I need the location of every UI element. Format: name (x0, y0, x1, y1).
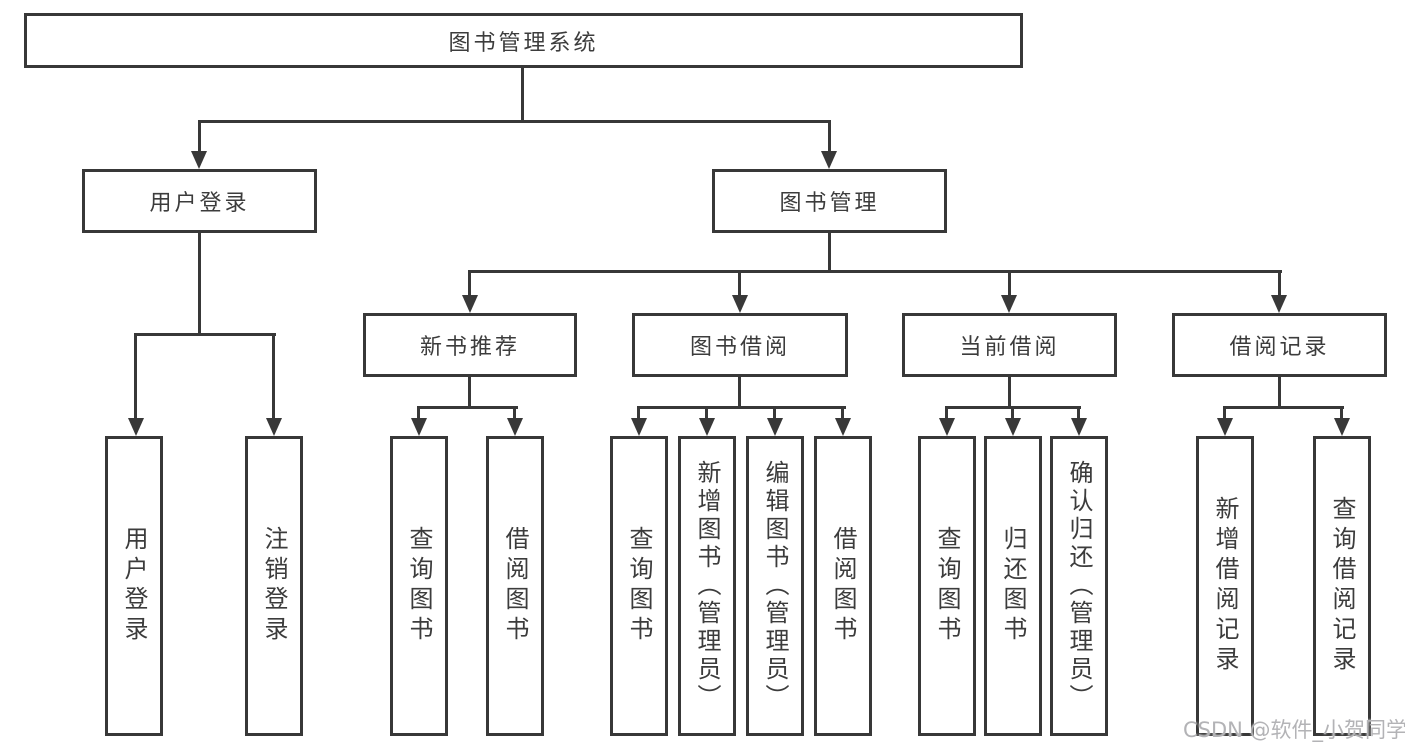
connector-line (198, 120, 201, 155)
leaf-borrow-borrow-book-label: 借阅图书 (829, 526, 857, 646)
node-root: 图书管理系统 (24, 13, 1023, 68)
connector-line (1008, 270, 1011, 299)
connector-line (521, 68, 524, 123)
connector-line (1278, 270, 1281, 299)
leaf-logout: 注销登录 (245, 436, 303, 736)
connector-line (1223, 406, 1226, 422)
leaf-logout-label: 注销登录 (260, 526, 288, 646)
leaf-records-query-record: 查询借阅记录 (1313, 436, 1371, 736)
leaf-borrow-add-book-admin: 新增图书（管理员） (678, 436, 736, 736)
arrowhead-down-icon (767, 418, 783, 436)
arrowhead-down-icon (1217, 418, 1233, 436)
leaf-borrow-borrow-book: 借阅图书 (814, 436, 872, 736)
arrowhead-down-icon (411, 418, 427, 436)
connector-line (738, 377, 741, 409)
connector-line (1008, 377, 1011, 409)
node-new-book-recommend: 新书推荐 (363, 313, 577, 377)
connector-line (1278, 377, 1281, 409)
leaf-user-login-label: 用户登录 (120, 526, 148, 646)
connector-line (1340, 406, 1343, 422)
arrowhead-down-icon (631, 418, 647, 436)
connector-line (945, 406, 948, 422)
connector-line (468, 377, 471, 409)
node-book-borrow: 图书借阅 (632, 313, 848, 377)
leaf-records-query-record-label: 查询借阅记录 (1328, 496, 1356, 676)
arrowhead-down-icon (1334, 418, 1350, 436)
connector-line (828, 120, 831, 155)
leaf-borrow-edit-book-admin: 编辑图书（管理员） (746, 436, 804, 736)
leaf-newbook-query-book: 查询图书 (390, 436, 448, 736)
arrowhead-down-icon (507, 418, 523, 436)
node-book-borrow-label: 图书借阅 (689, 335, 790, 360)
arrowhead-down-icon (1071, 418, 1087, 436)
leaf-current-return-book-label: 归还图书 (999, 526, 1027, 646)
node-borrow-records: 借阅记录 (1172, 313, 1387, 377)
arrowhead-down-icon (1005, 418, 1021, 436)
connector-line (134, 333, 276, 336)
connector-line (468, 270, 1282, 273)
connector-line (1011, 406, 1014, 422)
arrowhead-down-icon (1001, 295, 1017, 313)
leaf-current-confirm-return-admin: 确认归还（管理员） (1050, 436, 1108, 736)
connector-line (198, 232, 201, 336)
node-book-management-label: 图书管理 (779, 191, 880, 216)
connector-line (272, 333, 275, 420)
connector-line (637, 406, 846, 409)
connector-line (198, 120, 831, 123)
arrowhead-down-icon (1271, 295, 1287, 313)
arrowhead-down-icon (821, 151, 837, 169)
node-root-label: 图书管理系统 (448, 30, 599, 56)
leaf-borrow-add-book-admin-label: 新增图书（管理员） (693, 460, 721, 712)
node-current-borrow-label: 当前借阅 (959, 335, 1060, 360)
node-book-management: 图书管理 (712, 169, 947, 233)
leaf-user-login: 用户登录 (105, 436, 163, 736)
leaf-current-return-book: 归还图书 (984, 436, 1042, 736)
leaf-borrow-query-book-label: 查询图书 (625, 526, 653, 646)
connector-line (513, 406, 516, 422)
connector-line (1077, 406, 1080, 422)
node-borrow-records-label: 借阅记录 (1229, 335, 1330, 360)
connector-line (468, 270, 471, 299)
connector-line (773, 406, 776, 422)
leaf-current-query-book-label: 查询图书 (933, 526, 961, 646)
arrowhead-down-icon (939, 418, 955, 436)
arrowhead-down-icon (191, 151, 207, 169)
connector-line (828, 233, 831, 273)
leaf-newbook-query-book-label: 查询图书 (405, 526, 433, 646)
leaf-records-add-record: 新增借阅记录 (1196, 436, 1254, 736)
node-new-book-recommend-label: 新书推荐 (419, 335, 520, 360)
connector-line (417, 406, 518, 409)
node-user-login-label: 用户登录 (149, 191, 250, 216)
connector-line (841, 406, 844, 422)
node-current-borrow: 当前借阅 (902, 313, 1117, 377)
connector-line (705, 406, 708, 422)
arrowhead-down-icon (732, 295, 748, 313)
leaf-newbook-borrow-book-label: 借阅图书 (501, 526, 529, 646)
connector-line (738, 270, 741, 299)
leaf-current-query-book: 查询图书 (918, 436, 976, 736)
leaf-current-confirm-return-admin-label: 确认归还（管理员） (1065, 460, 1093, 712)
leaf-borrow-query-book: 查询图书 (610, 436, 668, 736)
connector-line (134, 333, 137, 420)
leaf-newbook-borrow-book: 借阅图书 (486, 436, 544, 736)
node-user-login: 用户登录 (82, 169, 317, 233)
arrowhead-down-icon (266, 418, 282, 436)
arrowhead-down-icon (462, 295, 478, 313)
leaf-records-add-record-label: 新增借阅记录 (1211, 496, 1239, 676)
arrowhead-down-icon (835, 418, 851, 436)
connector-line (1223, 406, 1344, 409)
connector-line (417, 406, 420, 422)
connector-line (637, 406, 640, 422)
leaf-borrow-edit-book-admin-label: 编辑图书（管理员） (761, 460, 789, 712)
csdn-watermark: CSDN @软件_小贺同学 (1183, 718, 1405, 742)
arrowhead-down-icon (699, 418, 715, 436)
arrowhead-down-icon (128, 418, 144, 436)
